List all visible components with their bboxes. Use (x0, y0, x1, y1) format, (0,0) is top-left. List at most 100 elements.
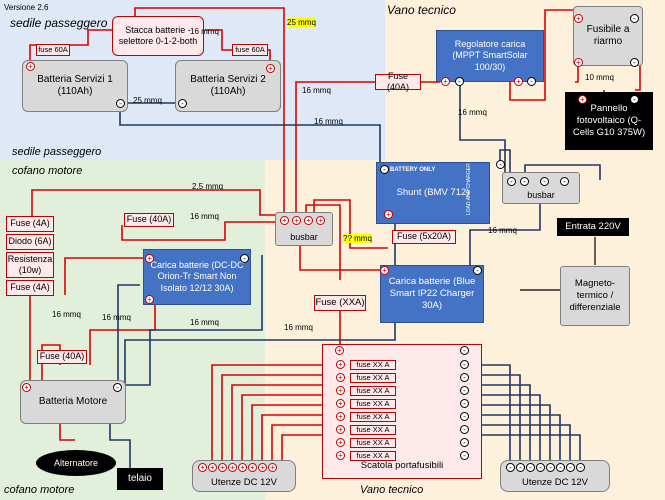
orion-label: Carica batterie (DC-DC Orion-Tr Smart No… (150, 260, 244, 293)
wire-label-25mmq-batt: 25 mmq (133, 96, 162, 105)
wire-label-unknown-mmq: ?? mmq (343, 234, 372, 243)
fuse-xx-a-5-label: fuse XX A (356, 412, 390, 422)
fuse-box-row-neg-2: - (460, 373, 469, 382)
utenze-left-pos-1: + (198, 463, 207, 472)
fuse-40a-regolatore-label: Fuse (40A) (386, 70, 409, 92)
blue-smart-neg-terminal: - (473, 266, 482, 275)
fuse-xx-a-3-label: fuse XX A (356, 386, 390, 396)
wire-label-16mmq-e: 16 mmq (52, 310, 81, 319)
fuse-box-row-neg-6: - (460, 425, 469, 434)
panel-neg-terminal: - (630, 95, 639, 104)
orion-pos-out: + (145, 295, 154, 304)
ac-input-220v: Entrata 220V (557, 218, 629, 236)
fuse-box-row-pos-3: + (336, 386, 345, 395)
busbar-pos-t3: + (304, 216, 313, 225)
shunt-pos-terminal: + (384, 210, 393, 219)
fuse-60a-2: fuse 60A (232, 44, 268, 56)
fuse-xx-a-8-label: fuse XX A (356, 451, 390, 461)
breaker-pos-terminal-2: + (574, 58, 583, 67)
fuse-40a-motore-label: Fuse (40A) (39, 351, 85, 362)
engine-batt-pos: + (22, 383, 31, 392)
orion-neg: - (240, 254, 249, 263)
fuse-box-row-pos-2: + (336, 373, 345, 382)
fuse-box-row-pos-8: + (336, 451, 345, 460)
utenze-left-pos-3: + (218, 463, 227, 472)
fuse-40a-orion: Fuse (40A) (124, 213, 174, 227)
shunt-neg-terminal-1: - (380, 165, 389, 174)
wire-label-16mmq-stacca: 16 mmq (190, 27, 219, 36)
engine-batt-neg: - (113, 383, 122, 392)
fuse-xx-a-6-label: fuse XX A (356, 425, 390, 435)
utenze-right-neg-7: - (566, 463, 575, 472)
fuse-xx-a-4: fuse XX A (350, 399, 396, 409)
shunt-label: Shunt (BMV 712) (396, 187, 470, 199)
battery-servizi-2-label: Batteria Servizi 2 (110Ah) (190, 73, 266, 98)
fuse-xx-label: Fuse (XXA) (315, 297, 365, 309)
busbar-pos-t1: + (280, 216, 289, 225)
solar-panel-label: Pannello fotovoltaico (Q-Cells G10 375W) (572, 103, 646, 138)
wire-label-16mmq-h: 16 mmq (284, 323, 313, 332)
rcbo-label: Magneto-termico / differenziale (569, 278, 621, 313)
mppt-neg-terminal: - (455, 77, 464, 86)
fuse-40a-regolatore: Fuse (40A) (375, 71, 421, 92)
fuse-4a-bottom-label: Fuse (4A) (10, 282, 50, 293)
blue-smart-charger: Carica batterie (Blue Smart IP22 Charger… (380, 265, 484, 323)
busbar-pos-t2: + (292, 216, 301, 225)
wire-label-16mmq-a: 16 mmq (302, 86, 331, 95)
utenze-right-neg-3: - (526, 463, 535, 472)
engine-battery-label: Batteria Motore (38, 395, 108, 407)
battery-servizi-2: Batteria Servizi 2 (110Ah) (175, 60, 281, 112)
orion-pos-in: + (145, 254, 154, 263)
fuse-xx-a-6: fuse XX A (350, 425, 396, 435)
fuse-box-row-pos-1: + (336, 360, 345, 369)
fuse-xx-a-4-label: fuse XX A (356, 399, 390, 409)
fuse-box-row-pos-6: + (336, 425, 345, 434)
fuse-box-row-neg-5: - (460, 412, 469, 421)
fuse-5x20a: Fuse (5x20A) (392, 230, 456, 244)
utenze-right-neg-5: - (546, 463, 555, 472)
fuse-xx-a-8: fuse XX A (350, 451, 396, 461)
battery-servizi-1-label: Batteria Servizi 1 (110Ah) (37, 73, 113, 98)
wire-label-16mmq-c: 16 mmq (190, 212, 219, 221)
shunt-bmv712: Shunt (BMV 712) (376, 162, 490, 224)
diode-label: Diodo (6A) (8, 236, 52, 247)
fuse-box-row-neg-3: - (460, 386, 469, 395)
fuse-xx-a-1-label: fuse XX A (356, 360, 390, 370)
version-label: Versione 2.6 (4, 3, 49, 12)
utenze-right-neg-4: - (536, 463, 545, 472)
mppt-regulator: Regolatore carica (MPPT SmartSolar 100/3… (436, 30, 544, 82)
busbar-negative: busbar (502, 172, 580, 204)
mppt-pos-terminal: + (441, 77, 450, 86)
utenze-right-neg-6: - (556, 463, 565, 472)
utenze-right-neg-2: - (516, 463, 525, 472)
chassis-ground: telaio (117, 468, 163, 490)
fuse-40a-orion-label: Fuse (40A) (126, 214, 172, 225)
fuse-box-row-pos-4: + (336, 399, 345, 408)
utenze-left-pos-8: + (268, 463, 277, 472)
wire-label-16mmq-reg: 16 mmq (458, 108, 487, 117)
batt2-neg-terminal: - (178, 99, 187, 108)
fuse-4a-bottom: Fuse (4A) (6, 280, 54, 296)
fuse-xx-a-2: fuse XX A (350, 373, 396, 383)
dc-loads-left-label: Utenze DC 12V (210, 477, 277, 489)
utenze-right-neg-1: - (506, 463, 515, 472)
breaker-neg-terminal-2: - (630, 58, 639, 67)
busbar-neg-t4: - (560, 177, 569, 186)
fuse-xx-a-3: fuse XX A (350, 386, 396, 396)
fuse-xx-a-5: fuse XX A (350, 412, 396, 422)
fuse-4a-top: Fuse (4A) (6, 216, 54, 232)
breaker-pos-terminal: + (574, 14, 583, 23)
batt1-neg-terminal: - (116, 99, 125, 108)
fuse-box: Scatola portafusibili (322, 344, 482, 479)
breaker-neg-terminal-1: - (630, 14, 639, 23)
fuse-60a-1: fuse 60A (36, 44, 70, 56)
fuse-xx-a-7-label: fuse XX A (356, 438, 390, 448)
busbar-neg-t2: - (520, 177, 529, 186)
wire-label-25mmq-left: 2,5 mmq (192, 182, 224, 191)
busbar-neg-t3: - (540, 177, 549, 186)
wire-label-16mmq-b: 16 mmq (314, 117, 343, 126)
fuse-xx: Fuse (XXA) (314, 295, 366, 311)
batt1-pos-terminal: + (26, 62, 35, 71)
fuse-box-row-pos-5: + (336, 412, 345, 421)
ac-input-label: Entrata 220V (565, 221, 621, 233)
